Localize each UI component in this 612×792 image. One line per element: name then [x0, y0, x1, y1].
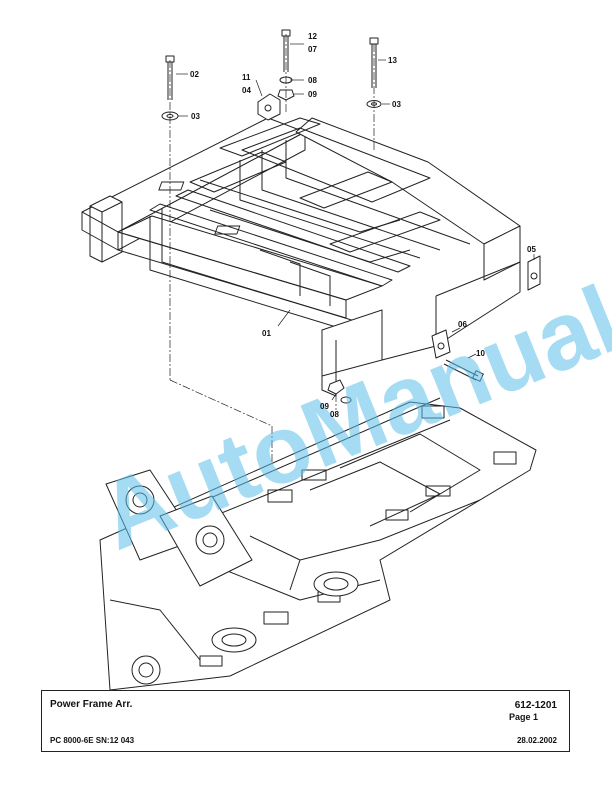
callout-08-top: 08	[308, 76, 317, 85]
callout-01: 01	[262, 329, 271, 338]
title-block: Power Frame Arr. 612-1201 Page 1 PC 8000…	[41, 690, 570, 752]
callout-12: 12	[308, 32, 317, 41]
drawing-number: 612-1201	[514, 700, 557, 711]
callout-03-left: 03	[191, 112, 200, 121]
callout-06: 06	[458, 320, 467, 329]
exploded-parts-diagram: AutoManual 02 03 12 07 11 04 08 09 13 03…	[81, 29, 612, 690]
callout-09-bottom: 09	[320, 402, 329, 411]
page-number: Page 1	[508, 712, 538, 722]
callout-02: 02	[190, 70, 199, 79]
callout-05: 05	[527, 245, 536, 254]
car-body	[99, 397, 537, 690]
callout-11: 11	[242, 73, 251, 82]
callout-08-bottom: 08	[330, 410, 339, 419]
callout-03-right: 03	[392, 100, 401, 109]
callout-10: 10	[476, 349, 485, 358]
drawing-date: 28.02.2002	[516, 736, 557, 745]
hardware	[161, 29, 541, 404]
callout-13: 13	[388, 56, 397, 65]
callout-07: 07	[308, 45, 317, 54]
callout-09-top: 09	[308, 90, 317, 99]
machine-model: PC 8000-6E SN:12 043	[50, 736, 135, 745]
leader-lines	[176, 43, 535, 401]
drawing-title: Power Frame Arr.	[50, 699, 133, 710]
power-frame	[81, 117, 521, 397]
callout-04: 04	[242, 86, 251, 95]
callout-labels: 02 03 12 07 11 04 08 09 13 03 05 06 10 0…	[190, 32, 536, 419]
